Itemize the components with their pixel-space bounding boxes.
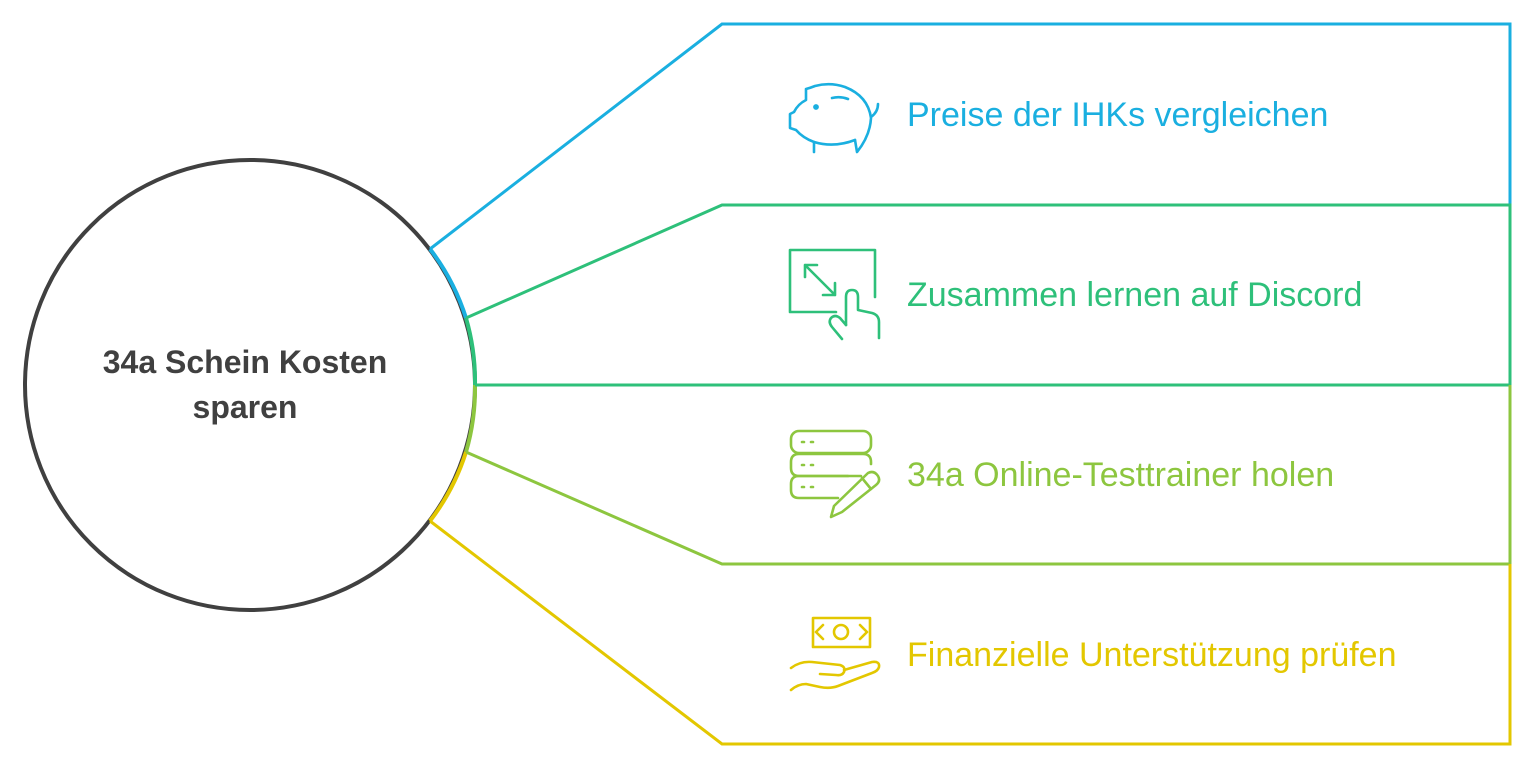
arc-segment-3	[464, 384, 478, 453]
item-3-label: 34a Online-Testtrainer holen	[907, 456, 1334, 494]
center-circle	[23, 158, 477, 612]
center-title-line2: sparen	[193, 389, 298, 425]
arc-segment-4	[428, 451, 468, 523]
item-4-label: Finanzielle Unterstützung prüfen	[907, 636, 1397, 674]
center-title-line1: 34a Schein Kosten	[103, 344, 388, 380]
server-edit-icon	[789, 429, 881, 519]
piggy-bank-icon	[788, 82, 880, 154]
arc-segment-1	[428, 247, 468, 319]
item-online-trainer: 34a Online-Testtrainer holen	[465, 385, 1512, 566]
center-node: 34a Schein Kosten sparen	[23, 158, 478, 612]
item-financial-support: Finanzielle Unterstützung prüfen	[429, 519, 1512, 746]
touch-screen-expand-icon	[788, 248, 881, 341]
item-2-outline	[465, 203, 1512, 385]
item-2-label: Zusammen lernen auf Discord	[907, 276, 1362, 314]
arc-segment-2	[464, 317, 478, 386]
item-1-label: Preise der IHKs vergleichen	[907, 96, 1328, 134]
hand-money-icon	[789, 616, 881, 692]
item-4-outline	[429, 519, 1512, 746]
item-learn-discord: Zusammen lernen auf Discord	[465, 203, 1512, 387]
item-compare-prices: Preise der IHKs vergleichen	[429, 22, 1512, 251]
item-1-outline	[429, 22, 1512, 251]
